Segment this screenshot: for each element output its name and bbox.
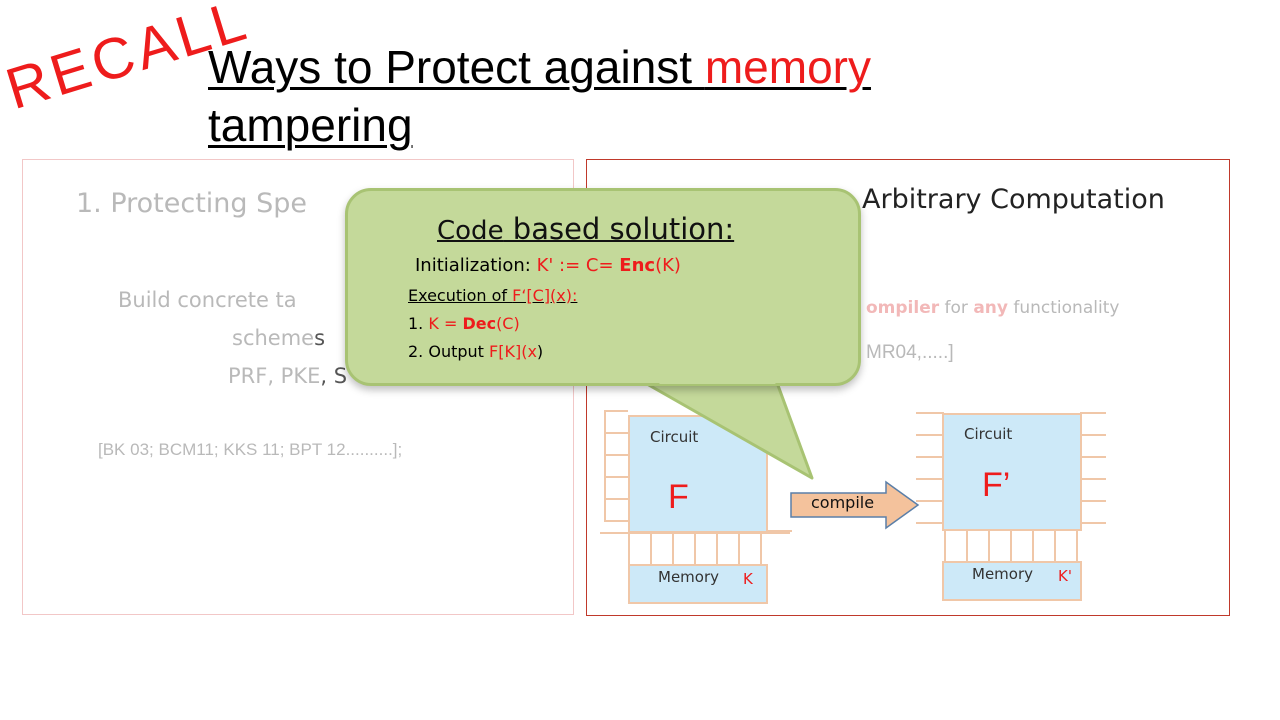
callout-init-line: Initialization: K' := C= Enc(K) — [415, 255, 681, 276]
memory-label-right: Memory — [972, 565, 1034, 583]
step2-prefix: 2. Output — [408, 342, 490, 361]
callout-exec-line: Execution of F‘[C](x): — [408, 286, 577, 305]
compile-label: compile — [811, 493, 875, 512]
left-line-3: PRF, PKE, S — [228, 364, 347, 388]
exec-value: F‘[C](x): — [512, 286, 578, 305]
step1-value: K = — [428, 314, 463, 333]
compile-arrow-icon — [790, 480, 920, 530]
title-black-part: Ways to Protect against — [208, 41, 705, 93]
left-line-2-dark: s — [314, 326, 326, 350]
circuit-fprime-label: Circuit — [964, 425, 1013, 443]
memory-kprime-box — [942, 561, 1082, 601]
function-fprime: F’ — [982, 466, 1011, 504]
step2-value: F[K](x — [489, 342, 537, 361]
step1-prefix: 1. — [408, 314, 429, 333]
step1-c: (C) — [496, 314, 520, 333]
circuit-fprime-box — [942, 413, 1082, 531]
key-kprime-label: K' — [1058, 567, 1072, 585]
init-prefix: Initialization: — [415, 255, 537, 276]
callout-title-rest: based solution: — [503, 212, 735, 246]
left-line-3-dark: , S — [320, 364, 348, 388]
callout-title: Code based solution: — [437, 212, 734, 246]
left-line-3-faded: PRF, PKE — [228, 364, 321, 388]
for-word: for — [939, 298, 974, 318]
memory-k-box — [628, 564, 768, 604]
callout-step1: 1. K = Dec(C) — [408, 314, 520, 333]
step1-dec: Dec — [462, 314, 497, 333]
left-citation: [BK 03; BCM11; KKS 11; BPT 12..........]… — [98, 440, 403, 459]
right-faded-line: ompiler for any functionality — [866, 298, 1119, 318]
circuit-fprime-diagram — [916, 410, 1116, 610]
code-solution-callout — [345, 188, 861, 386]
left-line-1: Build concrete ta — [118, 288, 297, 312]
function-f: F — [668, 478, 689, 516]
callout-title-code: Code — [437, 216, 504, 246]
callout-tail-join — [644, 370, 776, 384]
step2-end: ) — [536, 342, 544, 361]
left-panel — [22, 159, 574, 615]
right-panel-heading: Arbitrary Computation — [862, 184, 1165, 215]
right-panel — [586, 159, 1230, 616]
key-k-label: K — [743, 570, 753, 588]
memory-label-left: Memory — [658, 568, 720, 586]
left-line-2: schemes — [232, 326, 325, 350]
init-value: K' := C= — [536, 255, 620, 276]
right-citation: MR04,.....] — [866, 342, 954, 363]
left-panel-heading: 1. Protecting Spe — [76, 188, 308, 219]
init-k: (K) — [655, 255, 681, 276]
slide-title-line1: Ways to Protect against memory — [208, 40, 871, 94]
exec-prefix: Execution of — [408, 286, 513, 305]
left-line-2-faded: scheme — [232, 326, 315, 350]
init-enc: Enc — [619, 255, 656, 276]
title-red-part: memory — [704, 41, 871, 93]
compiler-word: ompiler — [866, 298, 940, 318]
functionality-word: functionality — [1007, 298, 1120, 318]
circuit-f-label: Circuit — [650, 428, 699, 446]
any-word: any — [973, 298, 1008, 318]
callout-step2: 2. Output F[K](x) — [408, 342, 543, 361]
slide-title-line2: tampering — [208, 99, 413, 151]
